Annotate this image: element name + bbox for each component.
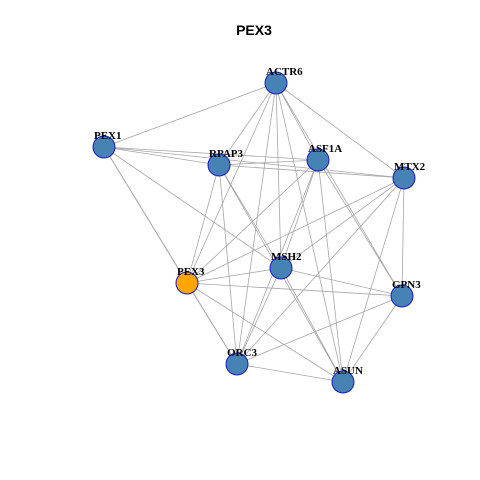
node-asf1a[interactable] — [306, 148, 330, 172]
edge-asf1a-msh2 — [280, 159, 319, 269]
node-label-pex3: PEX3 — [177, 266, 205, 278]
edge-rpap3-orc3 — [218, 164, 238, 365]
edge-mtx2-msh2 — [280, 177, 405, 269]
node-label-rpap3: RPAP3 — [209, 148, 244, 160]
edge-mtx2-asun — [342, 177, 405, 383]
edge-pex1-msh2 — [103, 146, 282, 269]
edge-msh2-orc3 — [236, 267, 282, 365]
edge-actr6-gpn3 — [275, 82, 403, 297]
node-actr6[interactable] — [264, 71, 288, 95]
node-label-gpn3: GPN3 — [392, 279, 421, 291]
diagram-title: PEX3 — [236, 22, 272, 38]
edge-gpn3-asun — [342, 295, 403, 383]
node-orc3[interactable] — [225, 352, 249, 376]
edge-mtx2-gpn3 — [401, 177, 405, 297]
edge-pex3-asun — [186, 282, 344, 383]
node-layer — [92, 71, 416, 394]
edge-rpap3-msh2 — [218, 164, 282, 269]
node-label-pex1: PEX1 — [94, 130, 122, 142]
node-msh2[interactable] — [269, 256, 293, 280]
node-label-asf1a: ASF1A — [308, 143, 342, 155]
edge-mtx2-pex3 — [186, 177, 405, 284]
edge-rpap3-mtx2 — [218, 164, 405, 179]
edge-layer — [103, 82, 405, 383]
edge-msh2-gpn3 — [280, 267, 403, 297]
node-label-orc3: ORC3 — [227, 347, 257, 359]
node-label-actr6: ACTR6 — [266, 66, 303, 78]
edge-asf1a-asun — [317, 159, 344, 383]
node-label-mtx2: MTX2 — [394, 161, 426, 173]
edge-rpap3-asf1a — [218, 159, 319, 166]
edge-pex3-gpn3 — [186, 282, 403, 297]
edge-pex1-mtx2 — [103, 146, 405, 179]
edge-pex3-orc3 — [186, 282, 238, 365]
node-asun[interactable] — [331, 370, 355, 394]
edge-actr6-pex1 — [103, 82, 277, 148]
node-mtx2[interactable] — [392, 166, 416, 190]
edge-actr6-pex3 — [186, 82, 277, 284]
edge-actr6-orc3 — [236, 82, 277, 365]
edge-orc3-asun — [236, 363, 344, 383]
edge-actr6-asf1a — [275, 82, 319, 161]
edge-pex3-msh2 — [186, 267, 282, 284]
edge-actr6-mtx2 — [275, 82, 405, 179]
node-pex3[interactable] — [175, 271, 199, 295]
edge-gpn3-orc3 — [236, 295, 403, 365]
edge-pex1-rpap3 — [103, 146, 220, 166]
edge-mtx2-orc3 — [236, 177, 405, 365]
node-pex1[interactable] — [92, 135, 116, 159]
node-rpap3[interactable] — [207, 153, 231, 177]
node-label-msh2: MSH2 — [271, 251, 302, 263]
edge-actr6-msh2 — [275, 82, 282, 269]
node-gpn3[interactable] — [390, 284, 414, 308]
edge-asf1a-pex3 — [186, 159, 319, 284]
edge-msh2-asun — [280, 267, 344, 383]
edge-actr6-asun — [275, 82, 344, 383]
edge-rpap3-pex3 — [186, 164, 220, 284]
edge-pex1-asf1a — [103, 146, 319, 161]
edge-asf1a-gpn3 — [317, 159, 403, 297]
edge-actr6-rpap3 — [218, 82, 277, 166]
node-label-asun: ASUN — [333, 365, 363, 377]
